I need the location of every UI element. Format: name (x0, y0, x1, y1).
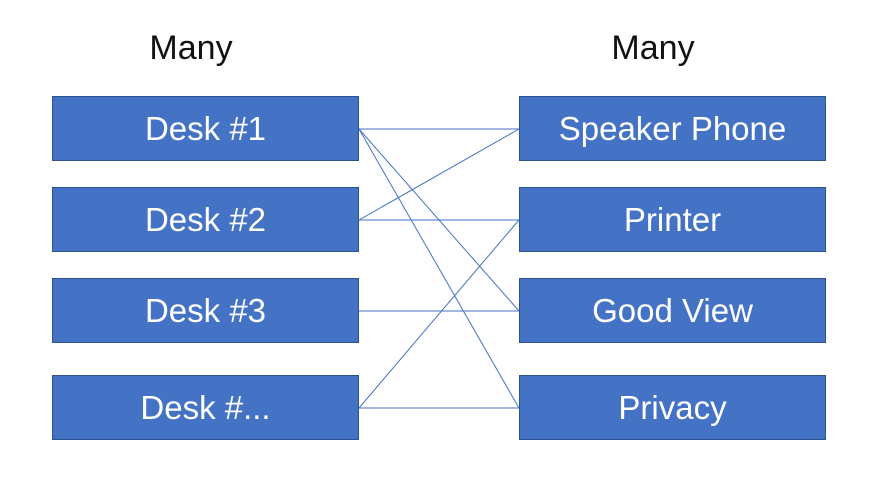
desk-label: Desk #... (140, 388, 271, 426)
link-line (358, 128, 520, 409)
link-line (358, 128, 520, 221)
feature-label: Speaker Phone (558, 109, 787, 147)
desk-box-3: Desk #3 (52, 278, 359, 343)
desk-box-1: Desk #1 (52, 96, 359, 161)
desk-label: Desk #2 (144, 200, 267, 238)
desk-box-2: Desk #2 (52, 187, 359, 252)
feature-box-speaker-phone: Speaker Phone (519, 96, 826, 161)
feature-label: Printer (623, 200, 722, 238)
desk-label: Desk #1 (144, 109, 267, 147)
desk-box-more: Desk #... (52, 375, 359, 440)
feature-box-printer: Printer (519, 187, 826, 252)
feature-label: Privacy (618, 388, 727, 426)
link-line (358, 219, 520, 409)
left-column-heading: Many (149, 29, 233, 67)
feature-box-good-view: Good View (519, 278, 826, 343)
right-column-heading: Many (611, 29, 695, 67)
feature-label: Good View (592, 291, 753, 329)
feature-box-privacy: Privacy (519, 375, 826, 440)
desk-label: Desk #3 (144, 291, 267, 329)
